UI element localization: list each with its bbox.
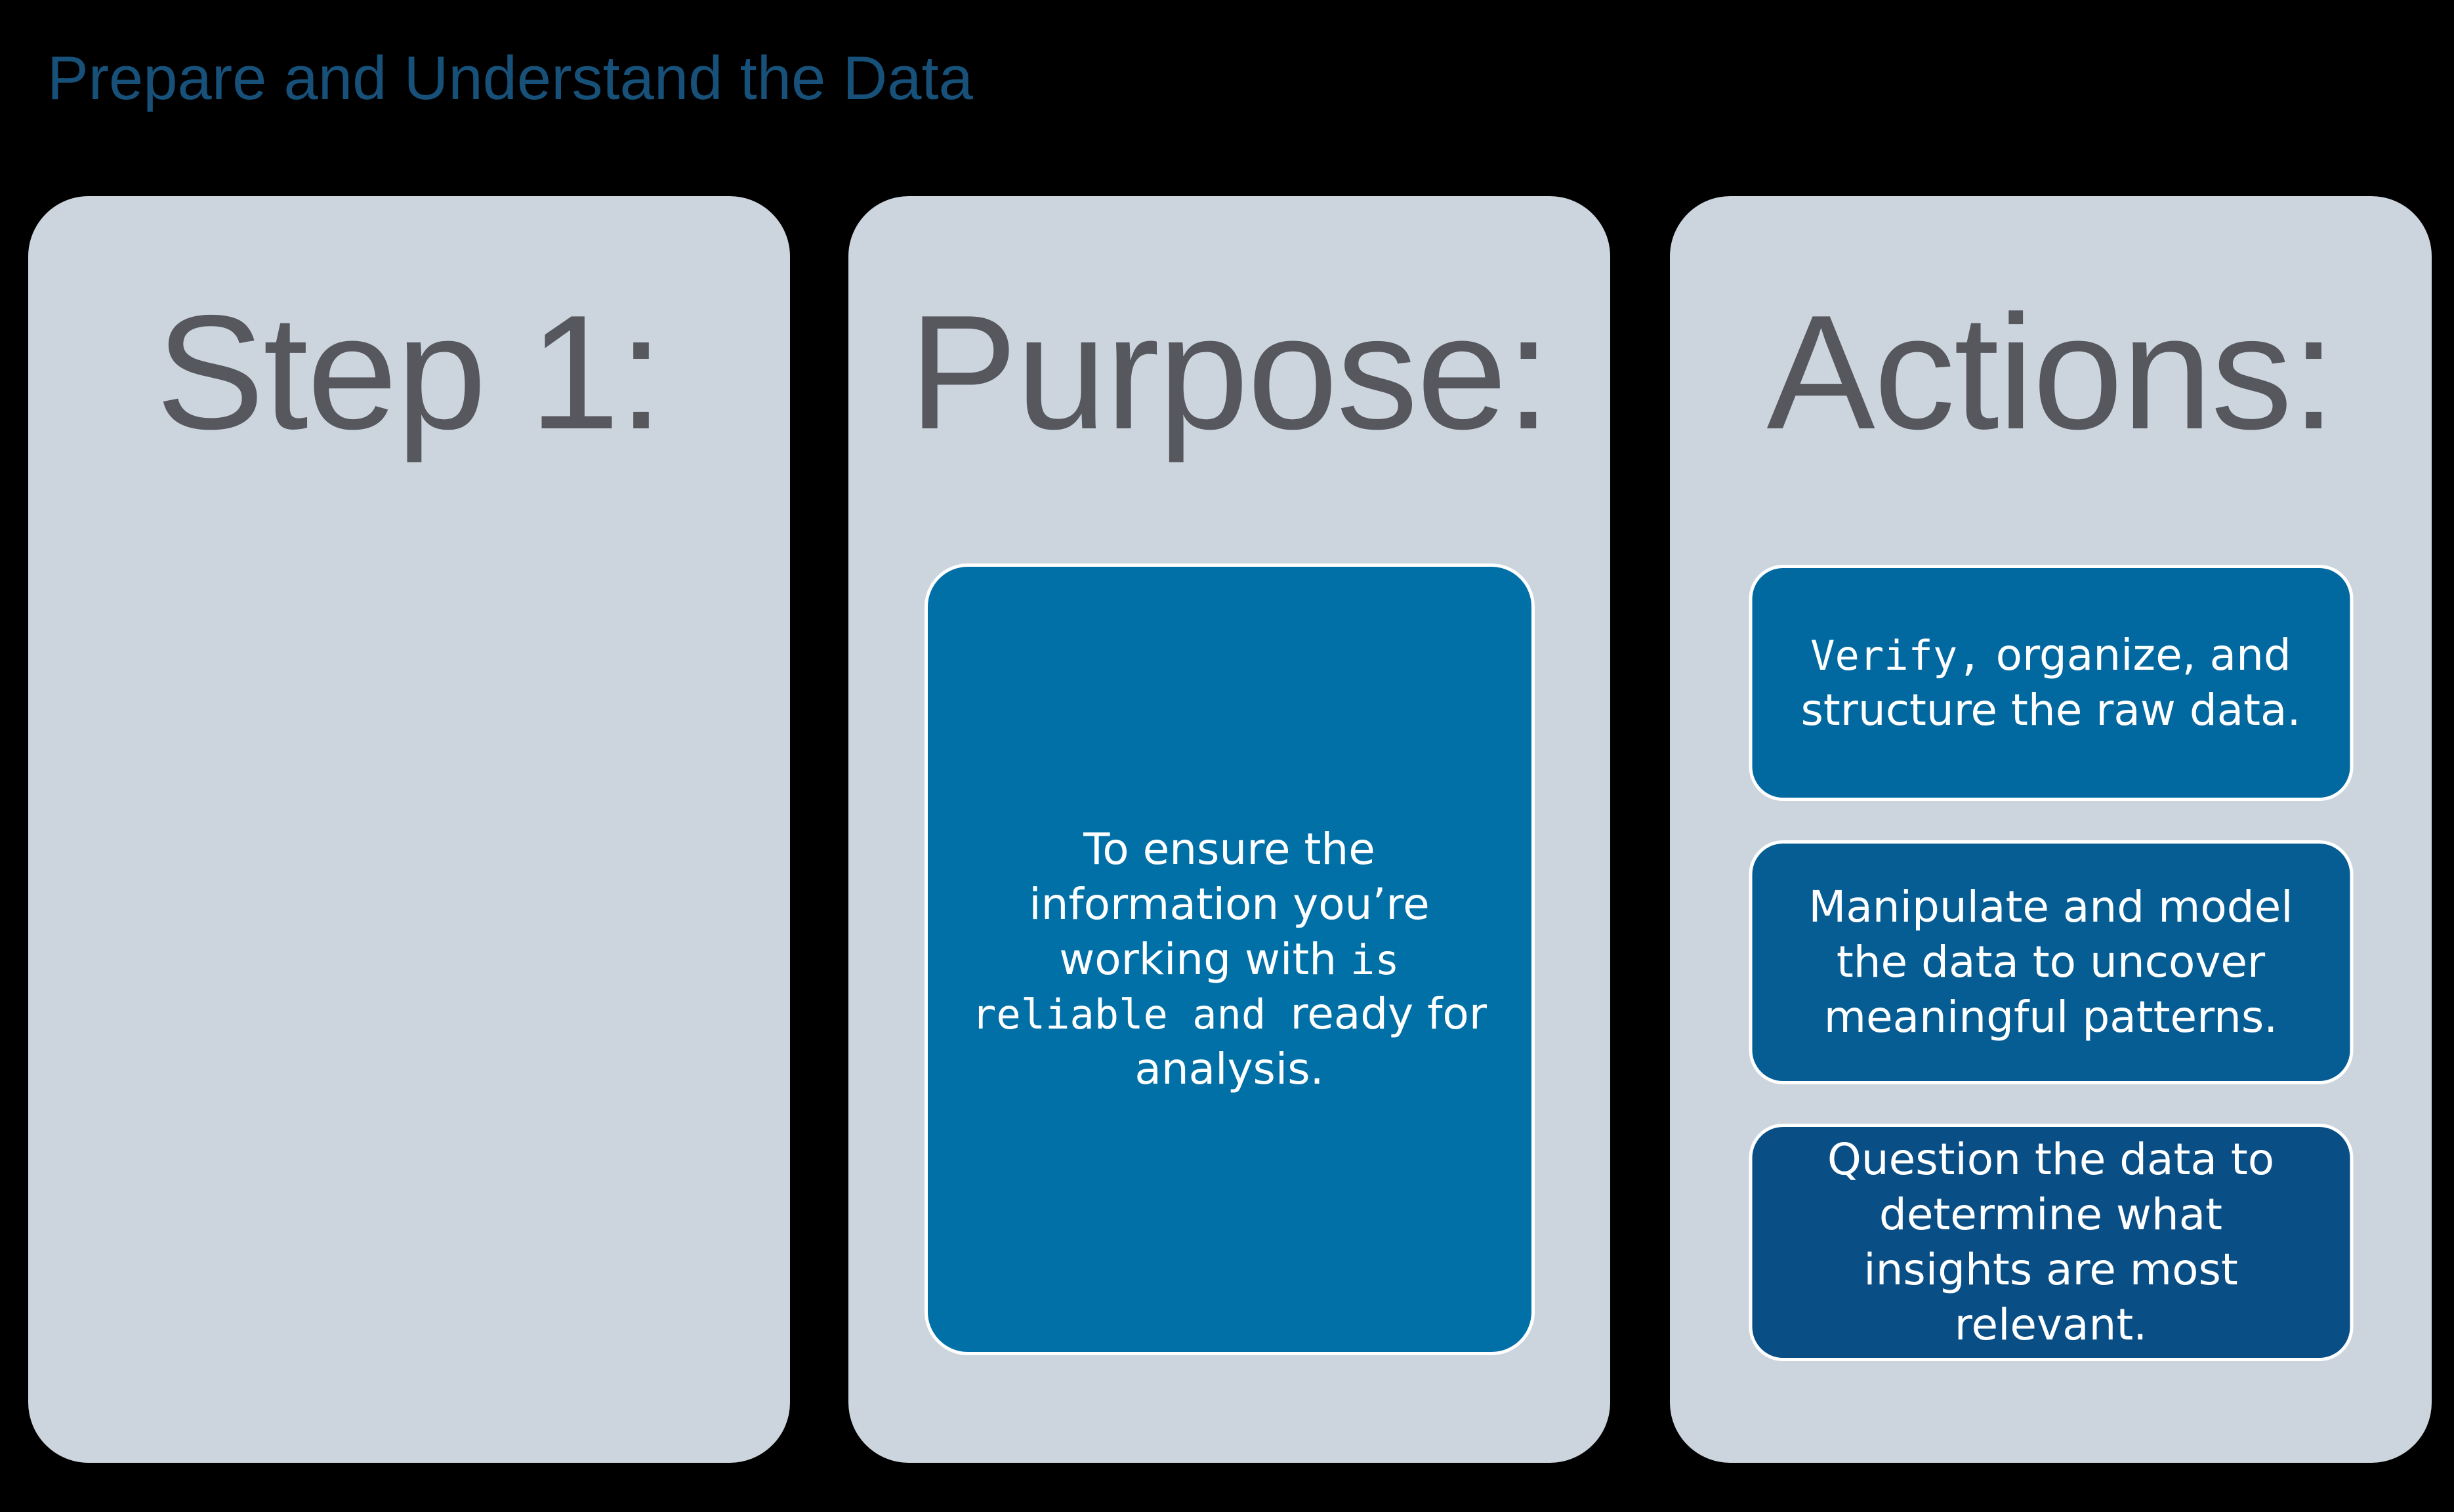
slide-title: Prepare and Understand the Data — [47, 43, 973, 112]
purpose-box-text: To ensure the information you’re working… — [972, 823, 1487, 1095]
action-box-2-text: Manipulate and model the data to uncover… — [1808, 882, 2293, 1042]
purpose-box: To ensure the information you’re working… — [924, 563, 1535, 1355]
action-box-1: Verify, organize, and structure the raw … — [1749, 565, 2353, 801]
card-purpose: Purpose: To ensure the information you’r… — [848, 196, 1610, 1463]
action-box-3: Question the data to determine what insi… — [1749, 1124, 2353, 1361]
card-purpose-heading: Purpose: — [909, 281, 1551, 463]
card-step-heading: Step 1: — [156, 281, 664, 463]
action-box-2: Manipulate and model the data to uncover… — [1749, 840, 2353, 1084]
card-actions-heading: Actions: — [1766, 281, 2336, 463]
card-step: Step 1: — [28, 196, 790, 1463]
action-box-3-text: Question the data to determine what insi… — [1827, 1134, 2275, 1350]
card-actions: Actions: Verify, organize, and structure… — [1670, 196, 2432, 1463]
action-box-1-text: Verify, organize, and structure the raw … — [1800, 630, 2301, 735]
